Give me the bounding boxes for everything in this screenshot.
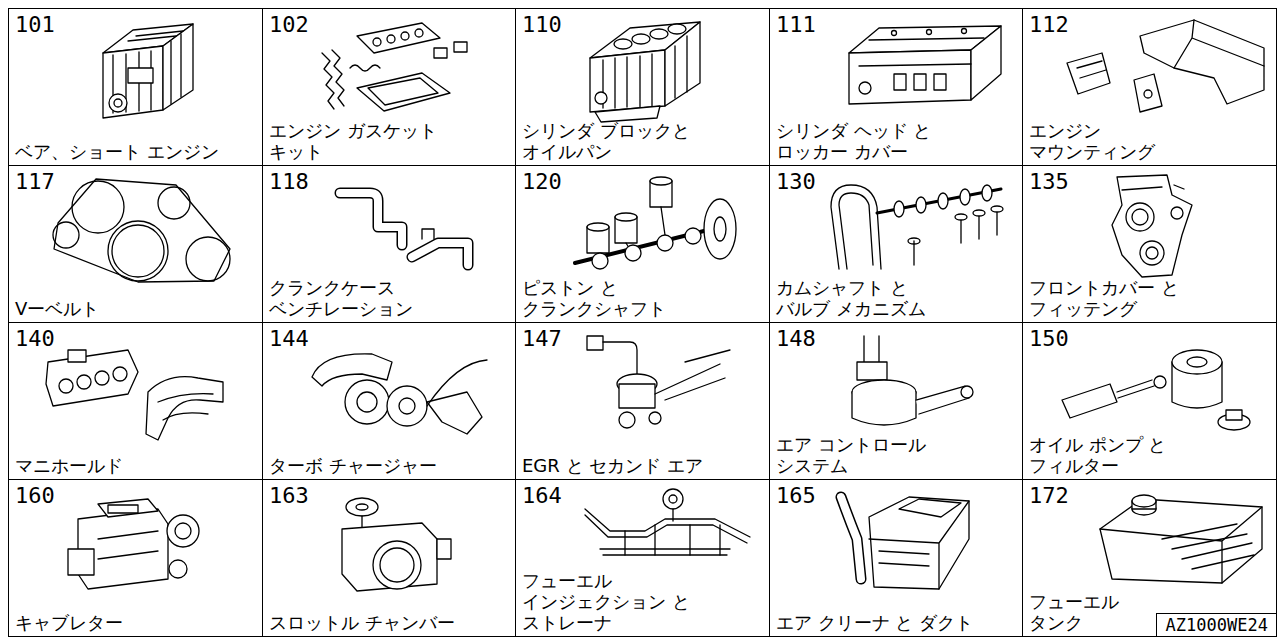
part-group-name: エア クリーナ と ダクト [776,612,973,633]
part-group-name: フューエル インジェクション と ストレーナ [522,570,702,633]
catalog-cell: 165 エア クリーナ と ダクト [769,479,1023,637]
callout-number: 163 [269,484,309,508]
catalog-cell: 163 スロットル チャンバー [262,479,516,637]
block-illustration [590,22,700,122]
part-group-name: フロントカバー と フィッテング [1029,277,1229,319]
turbo-illustration [312,354,487,434]
fuel-line-illustration [585,489,750,555]
egr-illustration [587,336,730,428]
oil-pump-illustration [1062,350,1250,430]
catalog-cell: 110 シリンダ ブロックと オイルパン [515,8,770,166]
camshaft-illustration [831,185,1003,269]
catalog-cell: 130 カムシャフト と バルブ メカニズム [769,165,1023,323]
part-group-name: ピストン と クランクシャフト [522,277,722,319]
part-group-name: マニホールド [15,455,123,476]
callout-number: 130 [776,170,816,194]
piston-illustration [575,177,736,269]
callout-number: 148 [776,327,816,351]
part-group-name: シリンダ ヘッド と ロッカー カバー [776,120,976,162]
catalog-cell: 102 エンジン ガスケット キット [262,8,516,166]
gasket-illustration [322,23,467,111]
callout-number: 165 [776,484,816,508]
manifold-illustration [46,350,223,440]
catalog-cell: 112 エンジン マウンティング [1022,8,1277,166]
callout-number: 101 [15,13,55,37]
catalog-cell: 164 フューエル インジェクション と ストレーナ [515,479,770,637]
hose-illustration [340,193,468,265]
part-group-name: スロットル チャンバー [269,612,455,633]
catalog-cell: 111 シリンダ ヘッド と ロッカー カバー [769,8,1023,166]
catalog-cell: 101 ベア、ショート エンジン [8,8,263,166]
catalog-cell: 140 マニホールド [8,322,263,480]
part-group-name: オイル ポンプ と フィルター [1029,434,1229,476]
catalog-cell: 148 エア コントロール システム [769,322,1023,480]
callout-number: 150 [1029,327,1069,351]
drawing-code: AZ1000WE24 [1166,615,1268,635]
catalog-cell: 120 ピストン と クランクシャフト [515,165,770,323]
drawing-code-box: AZ1000WE24 [1156,613,1277,637]
callout-number: 147 [522,327,562,351]
part-group-name: Vーベルト [15,298,99,319]
callout-number: 140 [15,327,55,351]
part-group-name: クランクケース ベンチレーション [269,277,469,319]
catalog-cell: 118 クランクケース ベンチレーション [262,165,516,323]
callout-number: 164 [522,484,562,508]
part-group-name: シリンダ ブロックと オイルパン [522,120,722,162]
callout-number: 120 [522,170,562,194]
catalog-cell: 135 フロントカバー と フィッテング [1022,165,1277,323]
part-group-name: ターボ チャージャー [269,455,437,476]
catalog-cell: 172 フューエル タンク AZ1000WE24 [1022,479,1277,637]
head-illustration [849,26,1001,104]
callout-number: 118 [269,170,309,194]
catalog-cell: 160 キャブレター [8,479,263,637]
callout-number: 112 [1029,13,1069,37]
air-cleaner-illustration [841,497,969,589]
part-group-name: エア コントロール システム [776,434,976,476]
part-group-name: エンジン ガスケット キット [269,120,469,162]
mount-illustration [1067,20,1264,112]
part-group-name: カムシャフト と バルブ メカニズム [776,277,946,319]
fuel-tank-illustration [1100,495,1262,583]
callout-number: 172 [1029,484,1069,508]
carburetor-illustration [68,499,199,589]
callout-number: 135 [1029,170,1069,194]
part-group-name: キャブレター [15,612,123,633]
catalog-cell: 117Vーベルト [8,165,263,323]
catalog-cell: 144 ターボ チャージャー [262,322,516,480]
throttle-illustration [342,498,451,591]
part-group-name: フューエル タンク [1029,591,1149,633]
callout-number: 102 [269,13,309,37]
part-group-name: ベア、ショート エンジン [15,141,219,162]
catalog-cell: 147EGR と セカンド エア [515,322,770,480]
callout-number: 111 [776,13,816,37]
part-group-name: エンジン マウンティング [1029,120,1209,162]
engine-illustration [103,24,193,118]
air-control-illustration [852,336,973,425]
callout-number: 110 [522,13,562,37]
callout-number: 160 [15,484,55,508]
belt-illustration [53,179,230,282]
callout-number: 144 [269,327,309,351]
catalog-cell: 150 オイル ポンプ と フィルター [1022,322,1277,480]
callout-number: 117 [15,170,55,194]
part-group-name: EGR と セカンド エア [522,455,703,476]
cover-illustration [1112,175,1192,277]
